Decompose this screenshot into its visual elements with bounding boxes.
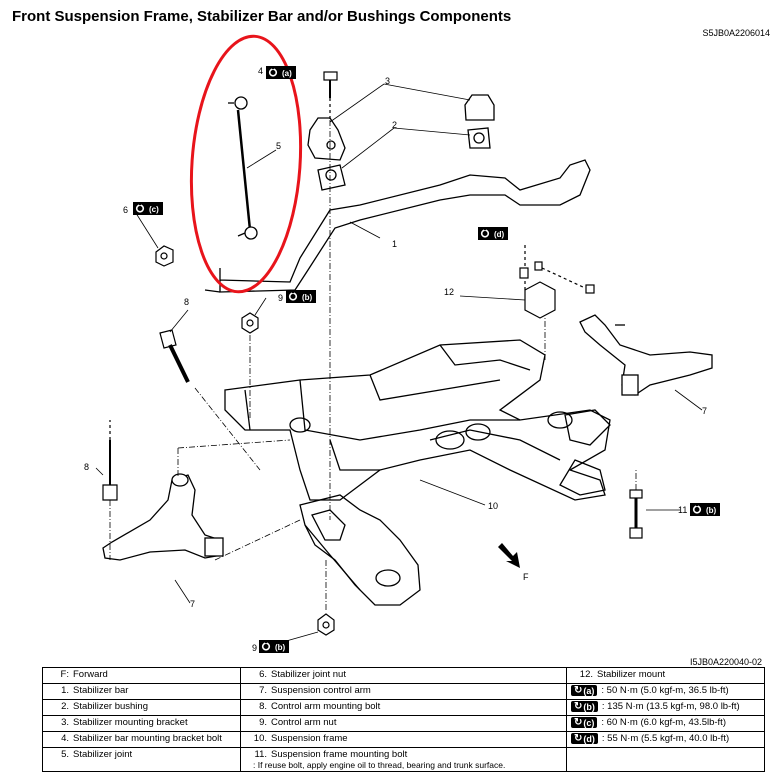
stabilizer-mount bbox=[519, 245, 595, 319]
frame-mounting-bolt bbox=[629, 489, 643, 539]
callout-9a: 9 bbox=[278, 293, 283, 303]
left-control-arm bbox=[102, 473, 224, 561]
assembly-lines bbox=[109, 120, 637, 610]
callout-2: 2 bbox=[392, 120, 397, 130]
legend-row: 2.Stabilizer bushing 8.Control arm mount… bbox=[42, 699, 765, 716]
figure-code-top: S5JB0A2206014 bbox=[702, 28, 770, 38]
torque-icon-b: ↻(b) bbox=[571, 701, 598, 712]
svg-text:(c): (c) bbox=[149, 205, 159, 214]
svg-text:(a): (a) bbox=[282, 69, 292, 78]
stabilizer-bar bbox=[204, 159, 591, 293]
right-control-arm bbox=[579, 314, 713, 396]
callout-3: 3 bbox=[385, 76, 390, 86]
control-arm-bolts bbox=[102, 329, 190, 501]
legend-row: 3.Stabilizer mounting bracket 9.Control … bbox=[42, 715, 765, 732]
exploded-diagram: 1 2 3 4 5 6 7 7 8 8 9 9 10 11 12 F (a) (… bbox=[84, 34, 720, 654]
callout-5: 5 bbox=[276, 141, 281, 151]
torque-icon-c: ↻(c) bbox=[571, 717, 598, 728]
figure-code-bottom: I5JB0A220040-02 bbox=[689, 657, 762, 667]
forward-arrow-icon bbox=[498, 543, 520, 568]
callout-9b: 9 bbox=[252, 643, 257, 653]
reuse-bolt-note: : If reuse bolt, apply engine oil to thr… bbox=[253, 760, 506, 770]
leader-lines bbox=[95, 83, 703, 648]
legend-row: 1.Stabilizer bar 7.Suspension control ar… bbox=[42, 683, 765, 700]
stabilizer-bracket-bolt bbox=[323, 71, 338, 120]
torque-badge-11: (b) bbox=[690, 502, 720, 517]
highlight-ellipse bbox=[189, 34, 303, 294]
stabilizer-joint bbox=[228, 96, 258, 240]
callout-4: 4 bbox=[258, 66, 263, 76]
callout-8b: 8 bbox=[84, 462, 89, 472]
callout-6: 6 bbox=[123, 205, 128, 215]
callout-1: 1 bbox=[392, 239, 397, 249]
callout-8a: 8 bbox=[184, 297, 189, 307]
stabilizer-joint-nut bbox=[155, 245, 174, 267]
legend-table: F:Forward 6.Stabilizer joint nut 12.Stab… bbox=[42, 667, 765, 772]
torque-icon-d: ↻(d) bbox=[571, 733, 598, 744]
svg-text:(b): (b) bbox=[302, 293, 313, 302]
torque-badge-9a: (b) bbox=[286, 289, 316, 304]
callout-7b: 7 bbox=[702, 406, 707, 416]
callout-10: 10 bbox=[488, 501, 498, 511]
torque-icon-a: ↻(a) bbox=[571, 685, 598, 696]
suspension-frame bbox=[224, 339, 611, 606]
svg-text:(b): (b) bbox=[706, 506, 717, 515]
forward-label: F bbox=[523, 572, 529, 582]
legend-row: F:Forward 6.Stabilizer joint nut 12.Stab… bbox=[42, 667, 765, 684]
torque-badge-9b: (b) bbox=[259, 639, 289, 654]
svg-text:(d): (d) bbox=[494, 230, 505, 239]
callout-7a: 7 bbox=[190, 599, 195, 609]
callout-11: 11 bbox=[678, 505, 687, 515]
svg-text:(b): (b) bbox=[275, 643, 286, 652]
torque-badge-12: (d) bbox=[478, 226, 508, 241]
legend-row: 5.Stabilizer joint 11.Suspension frame m… bbox=[42, 747, 765, 772]
diagram-title: Front Suspension Frame, Stabilizer Bar a… bbox=[12, 8, 512, 25]
stabilizer-brackets bbox=[307, 94, 495, 191]
torque-badge-6: (c) bbox=[133, 201, 163, 216]
callout-12: 12 bbox=[444, 287, 454, 297]
control-arm-nuts bbox=[241, 312, 335, 636]
legend-row: 4.Stabilizer bar mounting bracket bolt 1… bbox=[42, 731, 765, 748]
torque-badge-4: (a) bbox=[266, 65, 296, 80]
